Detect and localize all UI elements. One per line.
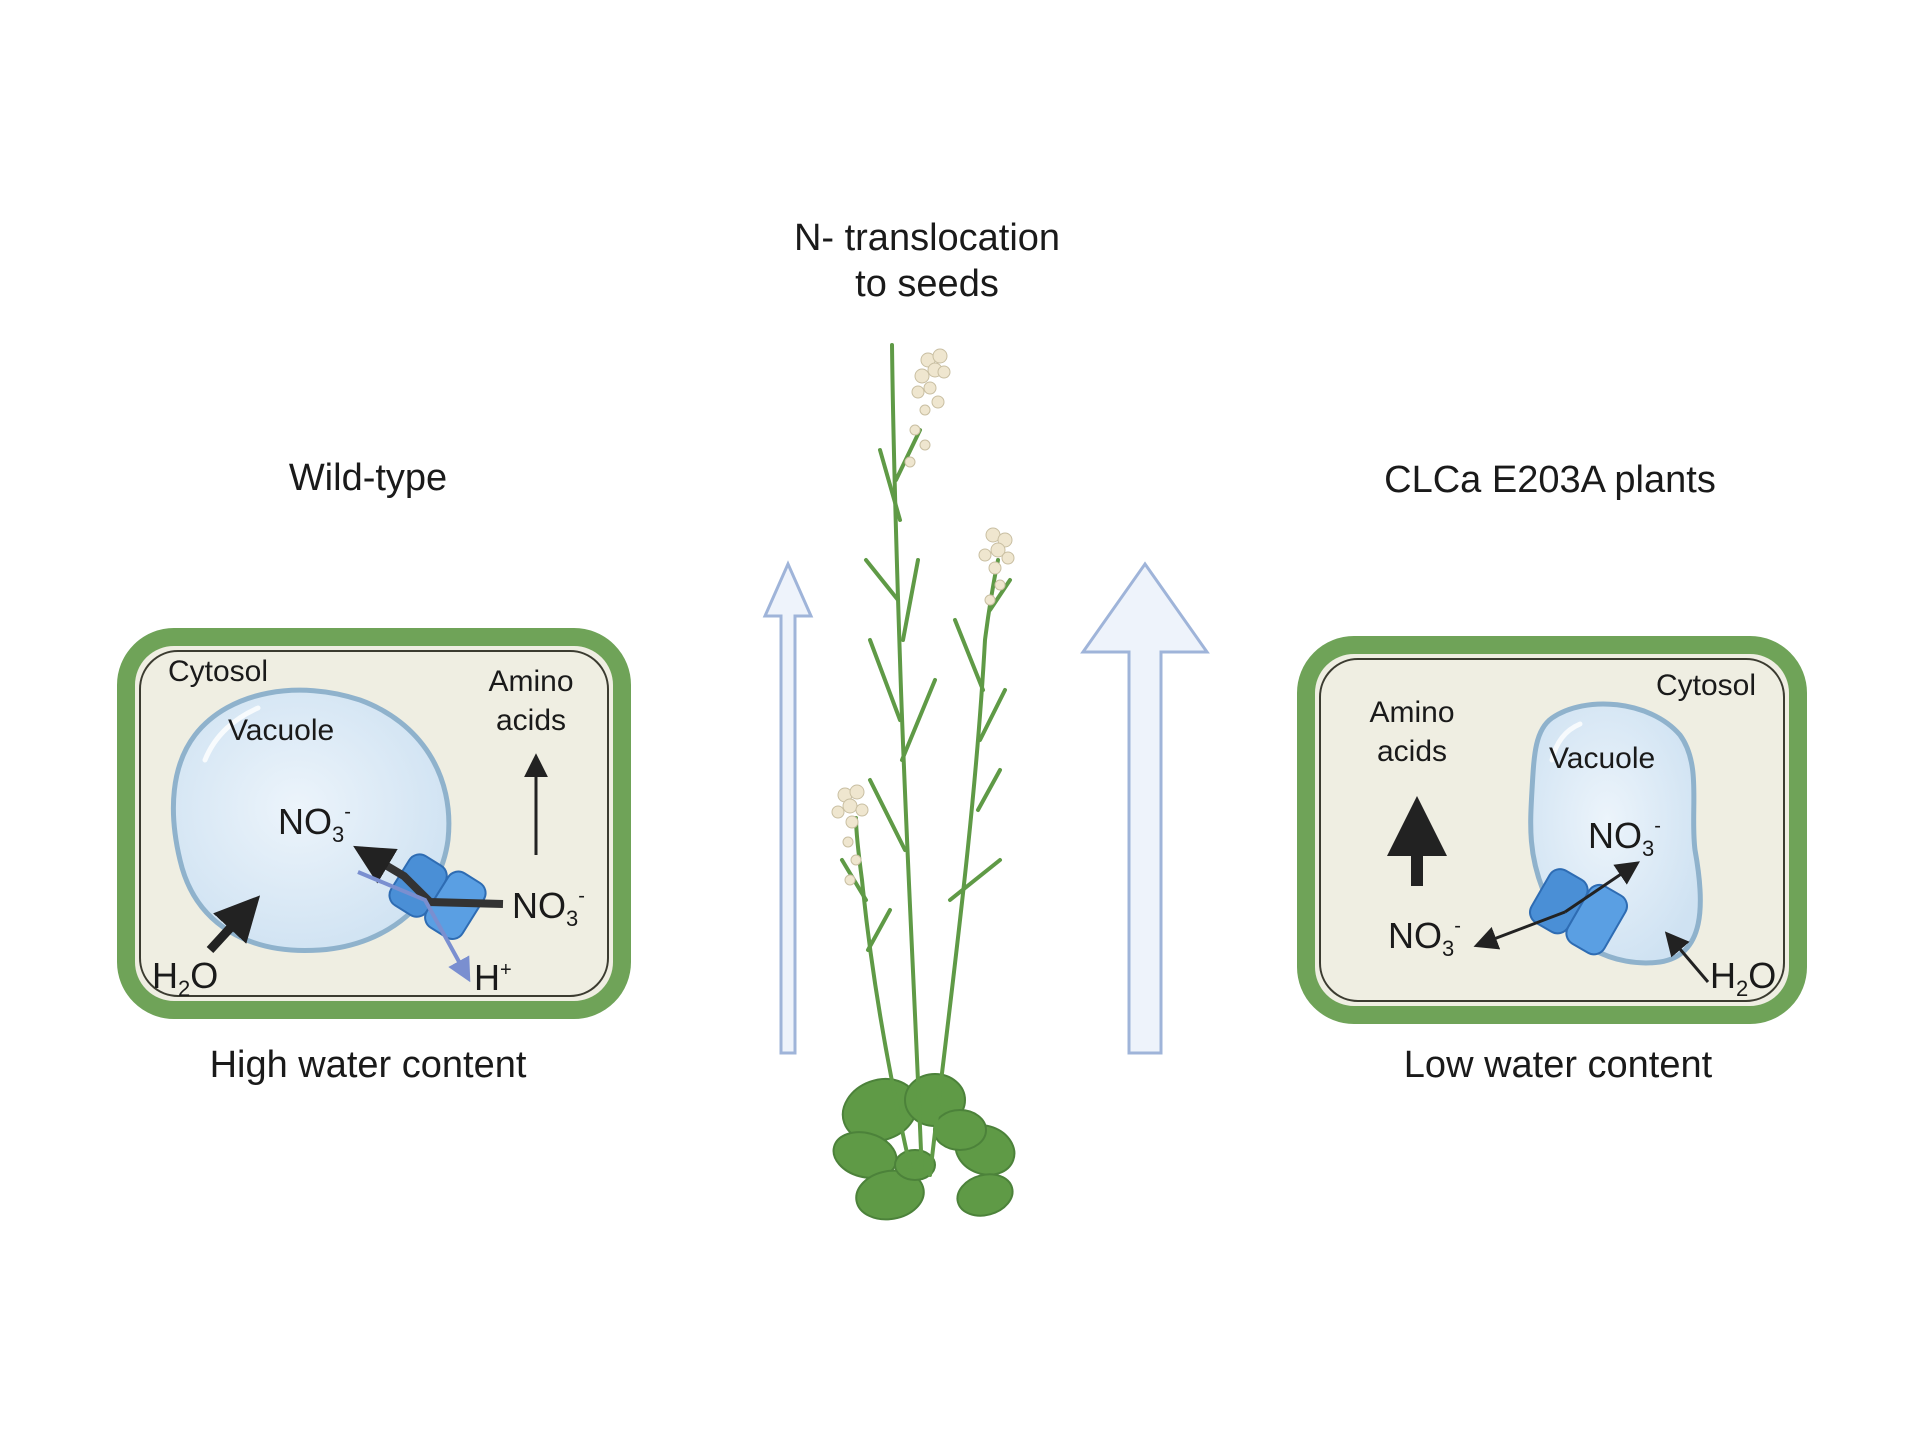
left-water-arrow [206, 895, 261, 954]
left-translocation-arrow [762, 560, 814, 1055]
flower-stems [840, 343, 1012, 1177]
right-translocation-arrow [1080, 561, 1210, 1055]
right-amino-line2: acids [1377, 735, 1447, 768]
wild-type-cell: Cytosol Vacuole Amino acids NO3- NO3- H2… [117, 628, 631, 1019]
left-panel-caption: High water content [210, 1044, 527, 1086]
right-vacuole-label: Vacuole [1549, 742, 1655, 775]
arabidopsis-plant-illustration [831, 343, 1016, 1221]
right-water-arrow [1664, 931, 1710, 983]
left-amino-line2: acids [496, 704, 566, 737]
rosette-leaves [832, 1073, 1016, 1221]
right-no3-import-arrow [1564, 861, 1640, 914]
center-title-line2: to seeds [855, 263, 999, 305]
left-cytosol-label: Cytosol [168, 655, 268, 688]
left-no3-transport-arrow [353, 845, 504, 908]
clca-e203a-cell: Cytosol Vacuole Amino acids NO3- NO3- H2… [1297, 636, 1807, 1024]
left-no3-cytosol: NO3- [512, 885, 585, 931]
left-no3-vacuole: NO3- [278, 801, 351, 847]
right-h2o: H2O [1710, 955, 1776, 1001]
left-amino-line1: Amino [488, 665, 573, 698]
right-no3-vacuole: NO3- [1588, 815, 1661, 861]
right-panel-caption: Low water content [1404, 1044, 1713, 1086]
right-clca-transporter [1529, 868, 1628, 956]
left-h-plus: H+ [474, 957, 512, 998]
right-cytosol-label: Cytosol [1656, 669, 1756, 702]
left-vacuole-label: Vacuole [228, 714, 334, 747]
center-title-line1: N- translocation [794, 217, 1060, 259]
right-panel-heading: CLCa E203A plants [1384, 459, 1716, 501]
right-no3-export-arrow [1473, 910, 1566, 950]
right-amino-line1: Amino [1369, 696, 1454, 729]
left-h2o: H2O [152, 955, 218, 1001]
flower-clusters [831, 348, 1015, 886]
left-panel-heading: Wild-type [289, 457, 447, 499]
left-proton-transport-arrow [357, 870, 471, 983]
right-no3-cytosol: NO3- [1388, 915, 1461, 961]
